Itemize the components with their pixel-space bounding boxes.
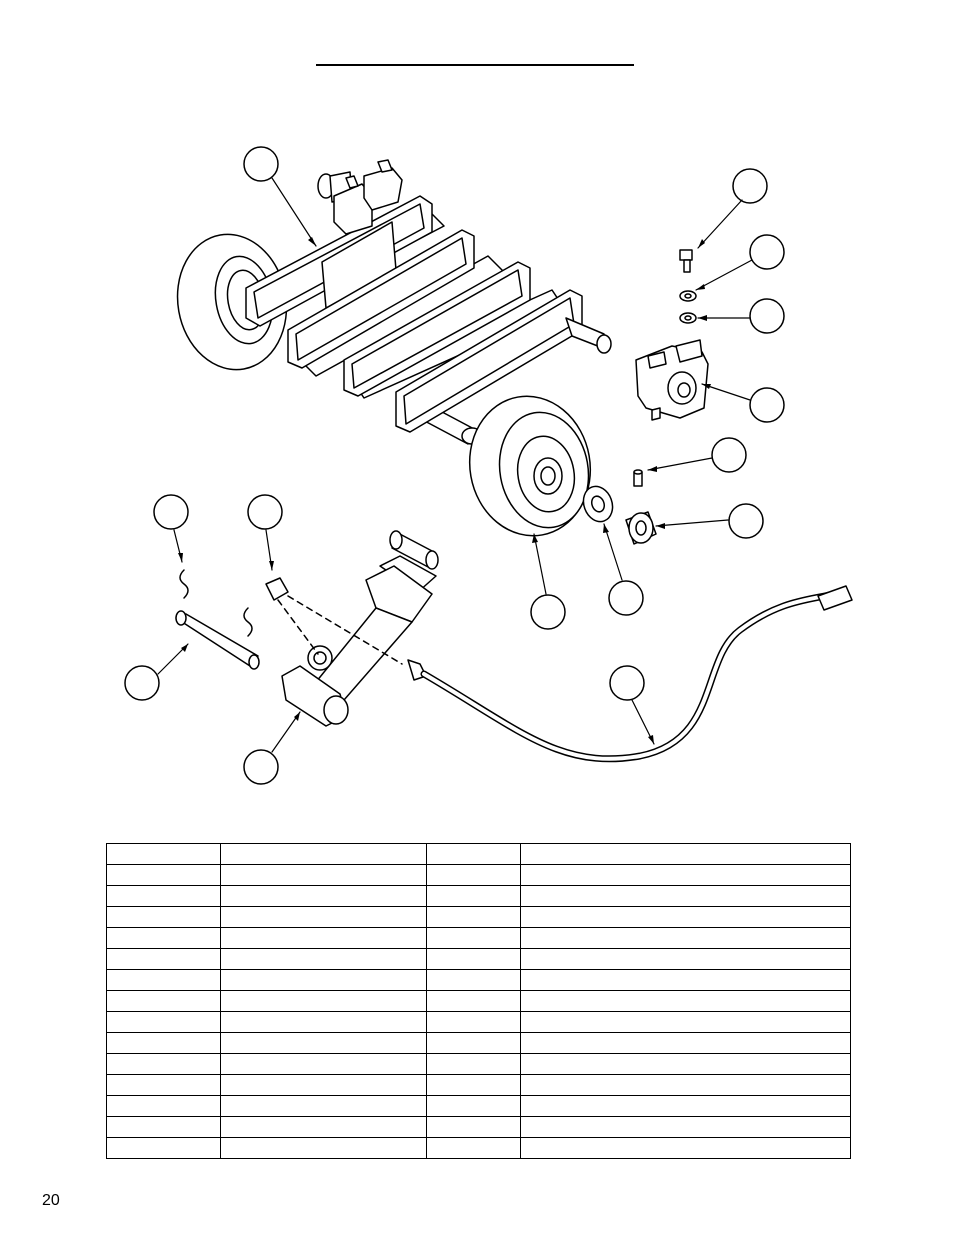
table-cell (426, 969, 521, 991)
table-row (106, 1032, 851, 1054)
table-cell (220, 906, 427, 928)
table-cell (520, 1074, 851, 1096)
table-cell (426, 1053, 521, 1075)
table-cell (520, 1032, 851, 1054)
table-cell (520, 1137, 851, 1159)
table-row (106, 1095, 851, 1117)
left-pillow-block (317, 159, 403, 235)
front-wheel (468, 395, 592, 537)
pin-and-clips (175, 569, 427, 681)
table-cell (426, 927, 521, 949)
right-pillow-block (635, 339, 709, 421)
table-cell (520, 927, 851, 949)
table-cell (220, 990, 427, 1012)
table-cell (426, 1095, 521, 1117)
table-row (106, 948, 851, 970)
table-cell (220, 969, 427, 991)
hydraulic-hose (420, 585, 853, 763)
table-cell (426, 990, 521, 1012)
frame-assembly (245, 195, 612, 445)
table-cell (426, 1116, 521, 1138)
assembly-guide-lines (277, 595, 403, 665)
table-row (106, 990, 851, 1012)
table-cell (426, 864, 521, 886)
title-rule (316, 64, 634, 66)
table-cell (220, 1095, 427, 1117)
table-cell (520, 1116, 851, 1138)
table-cell (520, 843, 851, 865)
table-cell (220, 885, 427, 907)
table-cell (106, 906, 221, 928)
table-cell (426, 906, 521, 928)
table-cell (106, 1137, 221, 1159)
table-row (106, 1074, 851, 1096)
arrowheads (178, 237, 711, 744)
table-cell (106, 843, 221, 865)
table-cell (106, 885, 221, 907)
table-cell (220, 927, 427, 949)
washer-collar-group (582, 469, 657, 545)
table-cell (426, 1074, 521, 1096)
table-cell (220, 1011, 427, 1033)
table-cell (106, 948, 221, 970)
table-cell (106, 927, 221, 949)
table-row (106, 843, 851, 865)
table-cell (220, 1053, 427, 1075)
table-cell (220, 1137, 427, 1159)
table-cell (426, 1011, 521, 1033)
table-cell (520, 885, 851, 907)
table-row (106, 906, 851, 928)
table-cell (220, 1032, 427, 1054)
table-cell (520, 1053, 851, 1075)
table-row (106, 969, 851, 991)
table-cell (106, 1032, 221, 1054)
table-cell (520, 906, 851, 928)
table-cell (426, 948, 521, 970)
table-cell (106, 969, 221, 991)
parts-list-table (106, 843, 851, 1159)
hydraulic-cylinder (281, 530, 439, 727)
table-cell (220, 1116, 427, 1138)
table-cell (106, 1011, 221, 1033)
table-cell (520, 864, 851, 886)
table-row (106, 1137, 851, 1159)
table-cell (520, 1095, 851, 1117)
table-cell (520, 948, 851, 970)
table-cell (106, 1053, 221, 1075)
table-row (106, 885, 851, 907)
table-cell (106, 864, 221, 886)
table-cell (426, 843, 521, 865)
table-cell (220, 1074, 427, 1096)
table-cell (106, 1116, 221, 1138)
table-cell (426, 885, 521, 907)
table-cell (106, 1074, 221, 1096)
page-number: 20 (42, 1192, 60, 1209)
table-cell (220, 864, 427, 886)
bolt-washer-stack (679, 249, 697, 324)
table-cell (220, 948, 427, 970)
table-cell (106, 990, 221, 1012)
table-row (106, 1053, 851, 1075)
table-cell (426, 1137, 521, 1159)
table-cell (520, 1011, 851, 1033)
exploded-parts-diagram (124, 146, 853, 785)
table-row (106, 1116, 851, 1138)
table-cell (106, 1095, 221, 1117)
table-row (106, 1011, 851, 1033)
table-cell (520, 990, 851, 1012)
table-row (106, 864, 851, 886)
table-row (106, 927, 851, 949)
table-cell (426, 1032, 521, 1054)
table-cell (220, 843, 427, 865)
table-cell (520, 969, 851, 991)
callouts (124, 146, 785, 785)
